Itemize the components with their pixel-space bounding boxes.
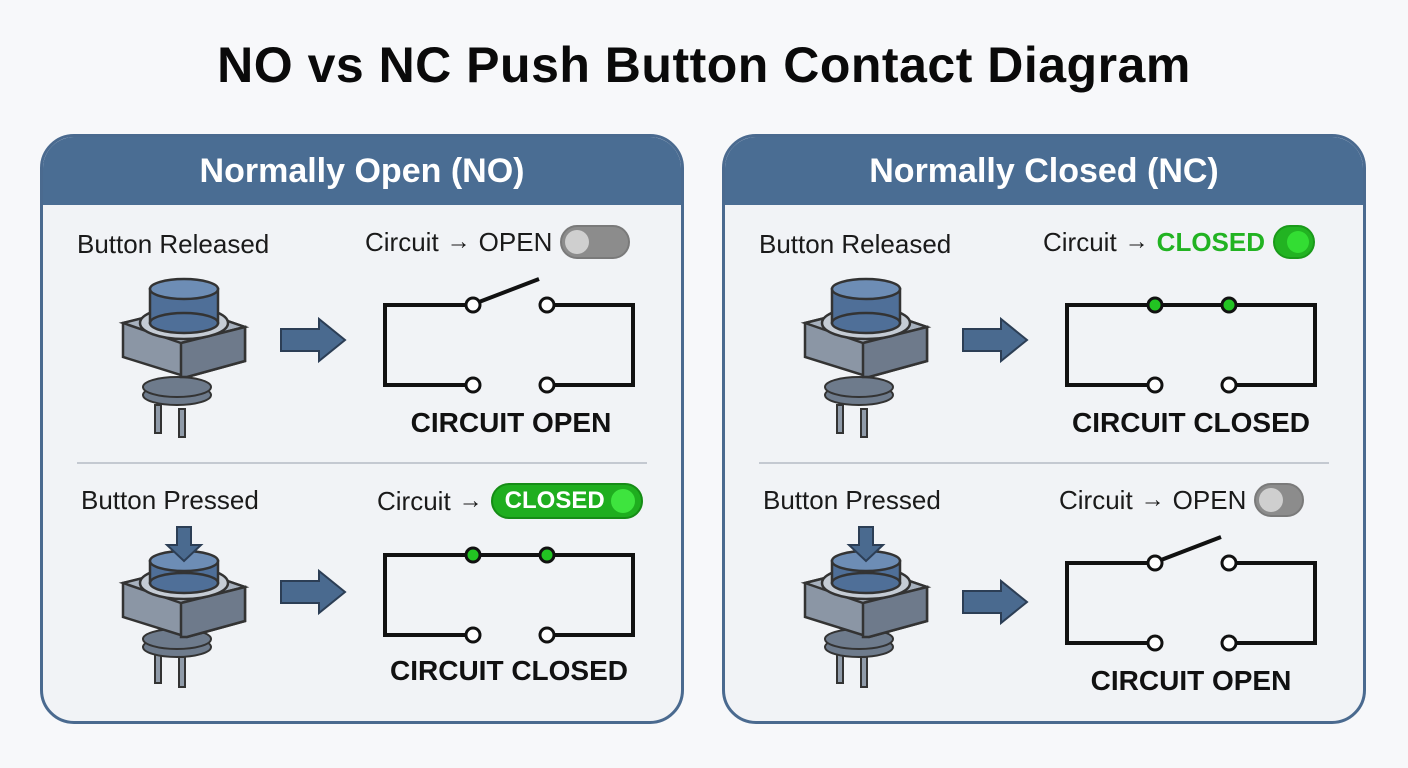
arrow-icon: → bbox=[458, 487, 483, 514]
normally-open-panel: Normally Open (NO) Button Released Circu… bbox=[40, 134, 684, 724]
right-arrow-icon bbox=[962, 316, 1029, 364]
circuit-caption: CIRCUIT OPEN bbox=[410, 407, 612, 438]
toggle-on-icon bbox=[1273, 225, 1316, 259]
state-label-pressed: Button Pressed bbox=[81, 485, 259, 515]
toggle-on-pill-icon: CLOSED bbox=[490, 483, 643, 519]
circuit-diagram-closed bbox=[1065, 296, 1317, 394]
toggle-off-icon bbox=[1254, 483, 1305, 517]
status-prefix: Circuit bbox=[1059, 484, 1133, 515]
circuit-caption: CIRCUIT OPEN bbox=[1090, 665, 1292, 696]
circuit-caption: CIRCUIT CLOSED bbox=[390, 655, 628, 686]
divider bbox=[759, 462, 1329, 464]
circuit-status-closed: Circuit → CLOSED bbox=[377, 483, 643, 519]
circuit-status-closed: Circuit → CLOSED bbox=[1043, 225, 1316, 259]
panel-header-no: Normally Open (NO) bbox=[43, 137, 681, 205]
arrow-icon: → bbox=[1124, 228, 1149, 255]
circuit-status-open: Circuit → OPEN bbox=[365, 225, 631, 259]
state-label-pressed: Button Pressed bbox=[763, 485, 941, 515]
status-word: OPEN bbox=[478, 226, 553, 257]
circuit-caption: CIRCUIT CLOSED bbox=[1072, 407, 1310, 438]
page-title: NO vs NC Push Button Contact Diagram bbox=[217, 37, 1191, 93]
push-button-icon bbox=[118, 277, 250, 438]
status-word: CLOSED bbox=[504, 487, 605, 514]
right-arrow-icon bbox=[280, 316, 347, 364]
status-word: CLOSED bbox=[1156, 226, 1266, 257]
state-label-released: Button Released bbox=[759, 229, 952, 259]
arrow-icon: → bbox=[446, 228, 471, 255]
push-button-pressed-icon bbox=[118, 526, 250, 688]
down-arrow-icon bbox=[846, 526, 886, 563]
panel-header-nc: Normally Closed (NC) bbox=[725, 137, 1363, 205]
toggle-off-icon bbox=[560, 225, 631, 259]
down-arrow-icon bbox=[164, 526, 204, 563]
push-button-pressed-icon bbox=[800, 526, 932, 688]
normally-closed-panel: Normally Closed (NC) Button Released Cir… bbox=[722, 134, 1366, 724]
circuit-diagram-open bbox=[383, 277, 635, 394]
state-label-released: Button Released bbox=[77, 229, 270, 259]
right-arrow-icon bbox=[962, 578, 1029, 626]
circuit-diagram-open bbox=[1065, 535, 1317, 652]
status-word: OPEN bbox=[1172, 484, 1247, 515]
right-arrow-icon bbox=[280, 568, 347, 616]
circuit-status-open: Circuit → OPEN bbox=[1059, 483, 1305, 517]
status-prefix: Circuit bbox=[365, 226, 439, 257]
status-prefix: Circuit bbox=[1043, 226, 1117, 257]
divider bbox=[77, 462, 647, 464]
circuit-diagram-closed bbox=[383, 546, 635, 644]
status-prefix: Circuit bbox=[377, 485, 451, 516]
arrow-icon: → bbox=[1140, 486, 1165, 513]
push-button-icon bbox=[800, 277, 932, 438]
